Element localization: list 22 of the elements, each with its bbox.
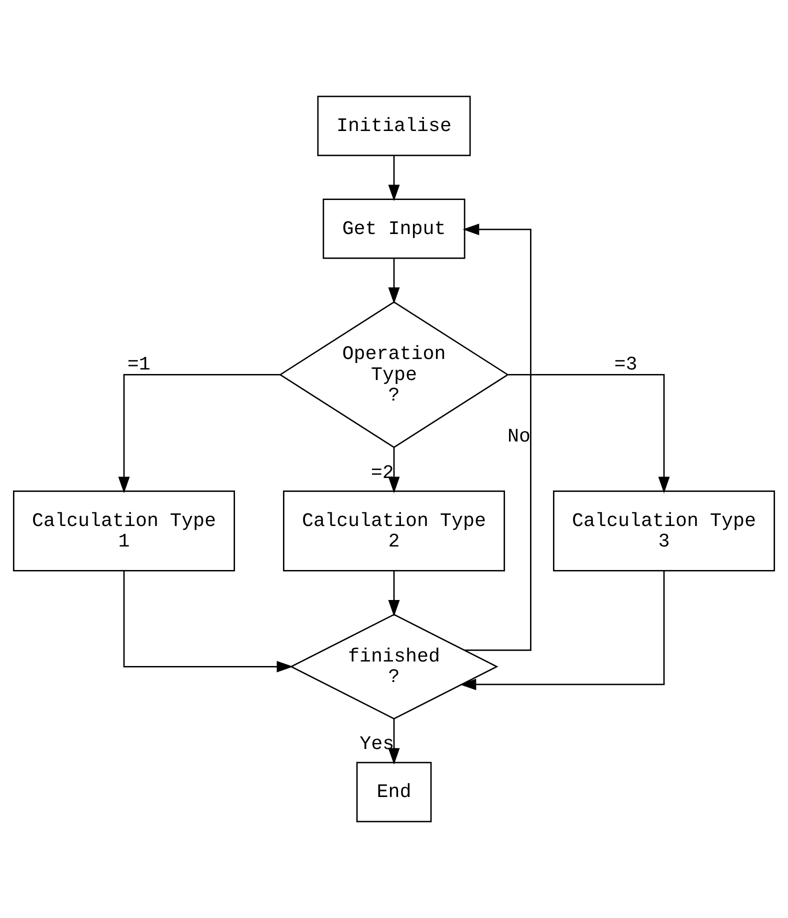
- arrow: [460, 570, 665, 690]
- node-box: Calculation Type 2: [282, 490, 506, 572]
- arrow: [388, 258, 400, 304]
- arrow: [388, 570, 400, 616]
- arrow: [388, 718, 400, 765]
- arrow: [462, 224, 532, 651]
- edge-label: =1: [127, 354, 150, 376]
- node-box: Initialise: [317, 96, 471, 156]
- edge-label: Yes: [360, 733, 394, 756]
- edge-label: No: [508, 426, 531, 448]
- arrow: [388, 156, 400, 202]
- arrow: [123, 570, 294, 672]
- node-box: End: [356, 762, 432, 822]
- node-diamond: finished ?: [290, 614, 498, 720]
- node-box: Calculation Type 1: [12, 490, 236, 572]
- arrow: [388, 448, 400, 494]
- arrow: [118, 374, 280, 494]
- node-box: Get Input: [322, 198, 466, 259]
- node-box: Calculation Type 3: [552, 490, 776, 572]
- node-diamond: Operation Type ?: [278, 301, 510, 448]
- edge-label: =3: [614, 354, 638, 376]
- arrow: [508, 374, 670, 494]
